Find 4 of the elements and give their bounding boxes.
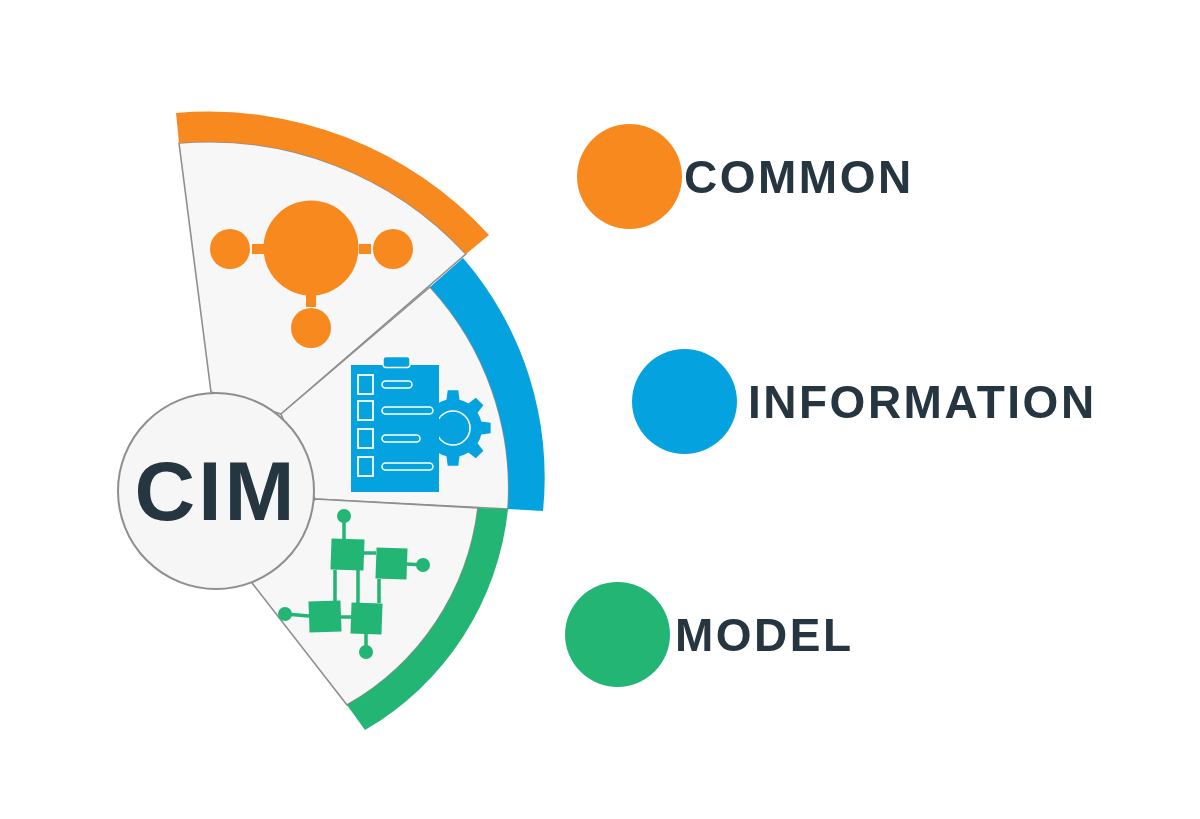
legend-label: COMMON [684,153,914,200]
acronym-circle: CIM [117,392,315,590]
legend-label: INFORMATION [748,378,1097,425]
legend-label: MODEL [675,611,854,658]
